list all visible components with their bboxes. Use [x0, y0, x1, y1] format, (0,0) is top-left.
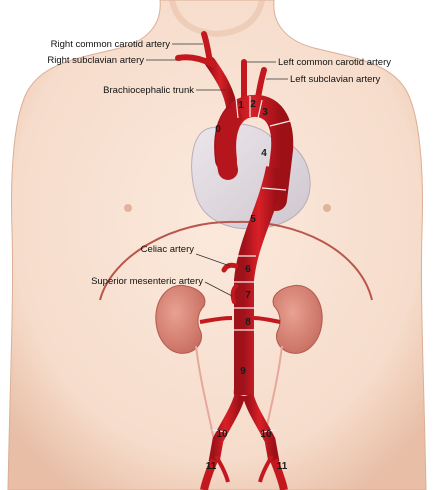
left-kidney [156, 285, 205, 353]
segment-number-3: 3 [262, 107, 268, 118]
label-right-subclavian-artery: Right subclavian artery [47, 55, 144, 66]
label-left-subclavian-artery: Left subclavian artery [290, 74, 381, 85]
segment-number-0: 0 [215, 124, 221, 135]
segment-number-11-left: 11 [206, 461, 217, 472]
label-brachiocephalic-trunk: Brachiocephalic trunk [103, 85, 194, 96]
label-right-common-carotid-artery: Right common carotid artery [51, 39, 171, 50]
nipple-left [124, 204, 132, 212]
segment-number-1: 1 [238, 100, 244, 111]
segment-number-5: 5 [250, 214, 256, 225]
label-celiac-artery: Celiac artery [141, 244, 195, 255]
segment-number-9: 9 [240, 366, 246, 377]
segment-number-4: 4 [261, 148, 267, 159]
segment-number-7: 7 [245, 290, 251, 301]
nipple-right [323, 204, 331, 212]
segment-number-10-right: 10 [260, 429, 272, 440]
ascending-aorta [225, 118, 232, 170]
segment-number-2: 2 [250, 99, 256, 110]
label-left-common-carotid-artery: Left common carotid artery [278, 57, 391, 68]
label-superior-mesenteric-artery: Superior mesenteric artery [91, 276, 203, 287]
segment-number-8: 8 [245, 317, 251, 328]
right-kidney [273, 285, 322, 353]
segment-number-11-right: 11 [277, 461, 288, 472]
segment-number-6: 6 [245, 264, 251, 275]
segment-number-10-left: 10 [216, 429, 228, 440]
